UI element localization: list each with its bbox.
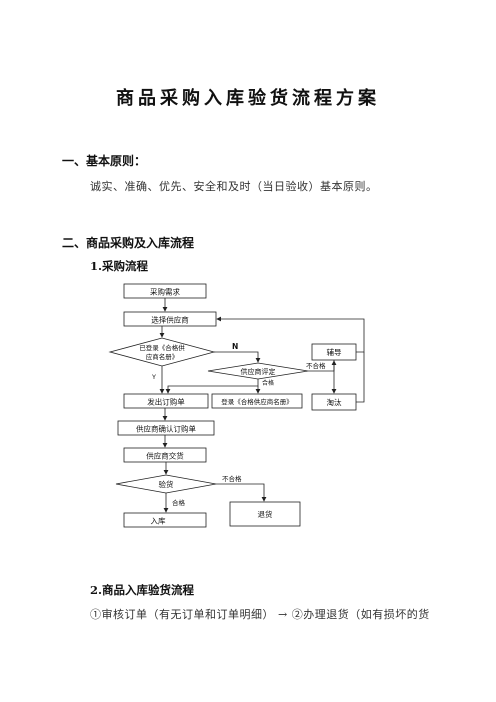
demand-label: 采购需求 <box>150 287 180 297</box>
inspection-label: 验货 <box>159 479 174 489</box>
warehouse-in-label: 入库 <box>151 516 166 526</box>
y-label: Y <box>151 373 156 381</box>
section-1-heading: 一、基本原则： <box>62 154 147 168</box>
document-title: 商品采购入库验货流程方案 <box>116 88 380 109</box>
return-goods-label: 退货 <box>258 509 273 519</box>
warehouse-in-box <box>123 512 207 528</box>
confirm-order-label: 供应商确认订购单 <box>136 424 196 434</box>
section-1-body: 诚实、准确、优先、安全和及时（当日验收）基本原则。 <box>90 180 378 193</box>
supplier-delivery-box <box>123 447 207 463</box>
select-supplier-label: 选择供应商 <box>151 315 189 325</box>
pass-label-1: 合格 <box>262 379 274 387</box>
issue-order-label: 发出订购单 <box>147 397 185 407</box>
guidance-label: 辅导 <box>327 347 342 357</box>
supplier-delivery-label: 供应商交货 <box>146 451 184 461</box>
subsection-2-body: ①审核订单（有无订单和订单明细） → ②办理退货（如有损坏的货 <box>90 608 430 621</box>
fail-label-1: 不合格 <box>306 361 326 370</box>
section-2-heading: 二、商品采购及入库流程 <box>62 236 195 250</box>
registered-label-2: 应商名册》 <box>146 352 179 361</box>
supplier-eval-label: 供应商评定 <box>241 367 276 376</box>
subsection-2-heading: 2.商品入库验货流程 <box>90 583 195 597</box>
select-supplier-box <box>123 311 217 327</box>
eliminate-label: 淘汰 <box>327 397 342 407</box>
registered-decision <box>108 337 216 367</box>
registered-label-1: 已登录《合格供 <box>139 343 185 352</box>
fail-label-2: 不合格 <box>222 474 242 483</box>
register-list-label: 登录《合格供应商名册》 <box>221 397 293 406</box>
issue-order-box <box>123 393 209 409</box>
n-label: N <box>232 342 238 351</box>
return-goods-box <box>229 501 301 527</box>
confirm-order-box <box>117 420 215 436</box>
pass-label-2: 合格 <box>172 498 186 507</box>
register-list-box <box>211 393 303 409</box>
purchase-flowchart: 采购需求 选择供应商 已登录《合格供 应商名册》 N Y 供应商评定 辅导 不合… <box>108 283 365 528</box>
subsection-1-heading: 1.采购流程 <box>90 259 149 273</box>
